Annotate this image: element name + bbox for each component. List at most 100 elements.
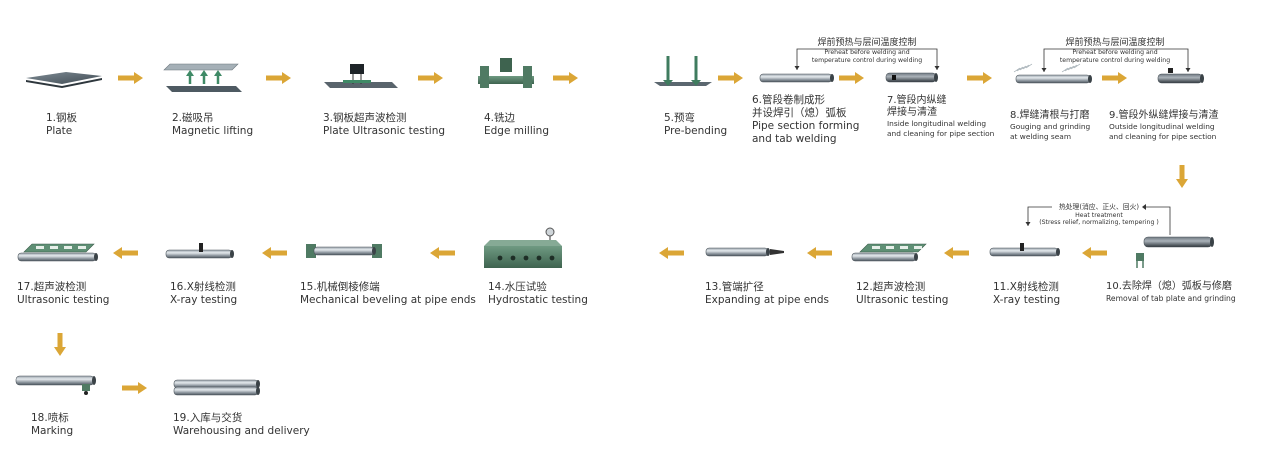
step-13-label: 13.管端扩径 Expanding at pipe ends xyxy=(705,281,829,307)
flow-arrow-d2 xyxy=(54,333,66,356)
step-8-zh: 8.焊缝清根与打磨 xyxy=(1010,110,1090,121)
flow-arrow-r8 xyxy=(1102,72,1127,84)
step-17-zh: 17.超声波检测 xyxy=(17,281,87,293)
flow-arrow-l3 xyxy=(807,247,832,259)
preheat-note-b: 焊前预热与层间温度控制 Preheat before welding and t… xyxy=(1040,38,1190,64)
step-19-en: Warehousing and delivery xyxy=(173,425,310,437)
heat-treatment-bracket xyxy=(1025,204,1171,235)
step-11-zh: 11.X射线检测 xyxy=(993,281,1059,293)
step-3-zh: 3.钢板超声波检测 xyxy=(323,112,407,124)
flow-arrow-l4 xyxy=(659,247,684,259)
step-17-label: 17.超声波检测 Ultrasonic testing xyxy=(17,281,109,307)
preheat-bracket-b xyxy=(1041,48,1191,72)
step-3-label: 3.钢板超声波检测 Plate Ultrasonic testing xyxy=(323,112,445,138)
step-13-en: Expanding at pipe ends xyxy=(705,294,830,306)
flow-arrow-l2 xyxy=(944,247,969,259)
edge-milling-icon xyxy=(478,58,534,88)
flow-arrow-r5 xyxy=(718,72,743,84)
step-19-label: 19.入库与交货 Warehousing and delivery xyxy=(173,412,310,438)
step-15-zh: 15.机械倒棱修端 xyxy=(300,281,380,293)
step-6-zh2: 并设焊引（熄）弧板 xyxy=(752,107,847,119)
step-3-en: Plate Ultrasonic testing xyxy=(323,125,446,137)
preheat-note-a: 焊前预热与层间温度控制 Preheat before welding and t… xyxy=(792,38,942,64)
step-9-label: 9.管段外纵缝焊接与清渣 Outside longitudinal weldin… xyxy=(1109,110,1219,142)
flow-arrow-l1 xyxy=(1082,247,1107,259)
step-18-en: Marking xyxy=(31,425,74,437)
flow-arrow-r2 xyxy=(266,72,291,84)
warehousing-icon xyxy=(173,379,260,396)
step-14-zh: 14.水压试验 xyxy=(488,281,547,293)
step-7-zh2: 焊接与清渣 xyxy=(887,107,937,118)
step-4-label: 4.铣边 Edge milling xyxy=(484,112,549,138)
preheat-note-a-zh: 焊前预热与层间温度控制 xyxy=(817,38,917,48)
step-4-en: Edge milling xyxy=(484,125,549,137)
step-7-en2: and cleaning for pipe section xyxy=(887,129,995,138)
plate-ultrasonic-icon xyxy=(324,64,398,88)
beveling-icon xyxy=(306,244,382,258)
ultrasonic-icon xyxy=(851,243,927,262)
flow-arrow-l6 xyxy=(262,247,287,259)
preheat-note-b-en1: Preheat before welding and xyxy=(1072,49,1158,56)
step-16-en: X-ray testing xyxy=(170,294,238,306)
step-19-zh: 19.入库与交货 xyxy=(173,412,243,424)
step-8-label: 8.焊缝清根与打磨 Gouging and grinding at weldin… xyxy=(1010,110,1090,142)
step-10-en: Removal of tab plate and grinding xyxy=(1106,294,1236,303)
preheat-bracket-a xyxy=(794,48,940,70)
ultrasonic-icon xyxy=(17,243,98,262)
step-12-en: Ultrasonic testing xyxy=(856,294,949,306)
pre-bending-icon xyxy=(654,56,712,86)
preheat-note-a-en2: temperature control during welding xyxy=(811,56,923,64)
marking-icon xyxy=(15,375,96,395)
step-2-label: 2.磁吸吊 Magnetic lifting xyxy=(172,112,253,138)
tab-removal-icon xyxy=(1136,236,1214,268)
preheat-note-a-en1: Preheat before welding and xyxy=(824,49,910,56)
step-6-label: 6.管段卷制成形 并设焊引（熄）弧板 Pipe section forming … xyxy=(752,94,859,146)
step-5-zh: 5.预弯 xyxy=(664,112,696,124)
step-16-zh: 16.X射线检测 xyxy=(170,281,236,293)
step-1-zh: 1.钢板 xyxy=(46,112,78,124)
magnetic-lift-icon xyxy=(163,63,242,92)
step-18-label: 18.喷标 Marking xyxy=(31,412,73,438)
flow-arrow-r6 xyxy=(839,72,864,84)
step-16-label: 16.X射线检测 X-ray testing xyxy=(170,281,237,307)
step-2-en: Magnetic lifting xyxy=(172,125,254,137)
heat-treatment-en2: (Stress relief, normalizing, tempering ) xyxy=(1039,219,1159,226)
step-10-label: 10.去除焊（熄）弧板与修磨 Removal of tab plate and … xyxy=(1106,281,1236,304)
flow-arrow-r9 xyxy=(122,382,147,394)
step-7-zh: 7.管段内纵缝 xyxy=(887,95,947,106)
step-9-zh: 9.管段外纵缝焊接与清渣 xyxy=(1109,110,1219,121)
step-10-zh: 10.去除焊（熄）弧板与修磨 xyxy=(1106,281,1232,292)
step-8-en2: at welding seam xyxy=(1010,132,1072,141)
flow-arrow-r7 xyxy=(967,72,992,84)
step-15-label: 15.机械倒棱修端 Mechanical beveling at pipe en… xyxy=(300,281,476,307)
step-11-label: 11.X射线检测 X-ray testing xyxy=(993,281,1060,307)
step-6-en: Pipe section forming xyxy=(752,120,860,132)
gouging-icon xyxy=(1013,63,1092,84)
preheat-note-b-en2: temperature control during welding xyxy=(1059,56,1171,64)
step-17-en: Ultrasonic testing xyxy=(17,294,110,306)
step-14-en: Hydrostatic testing xyxy=(488,294,588,306)
heat-treatment-note: 热处理(消应、正火、回火) Heat treatment (Stress rel… xyxy=(1026,203,1172,227)
expanding-icon xyxy=(705,247,784,257)
heat-treatment-en1: Heat treatment xyxy=(1075,211,1123,219)
step-5-label: 5.预弯 Pre-bending xyxy=(664,112,727,138)
flow-arrow-r1 xyxy=(118,72,143,84)
step-5-en: Pre-bending xyxy=(664,125,728,137)
step-12-label: 12.超声波检测 Ultrasonic testing xyxy=(856,281,948,307)
flow-arrow-l5 xyxy=(430,247,455,259)
step-11-en: X-ray testing xyxy=(993,294,1061,306)
preheat-note-b-zh: 焊前预热与层间温度控制 xyxy=(1065,38,1165,48)
pipe-forming-icon xyxy=(759,73,834,83)
flow-arrow-d1 xyxy=(1176,165,1188,188)
xray-icon xyxy=(165,243,234,259)
heat-treatment-zh: 热处理(消应、正火、回火) xyxy=(1058,203,1140,211)
step-6-en2: and tab welding xyxy=(752,133,837,145)
step-2-zh: 2.磁吸吊 xyxy=(172,112,214,124)
step-13-zh: 13.管端扩径 xyxy=(705,281,764,293)
hydrostatic-icon xyxy=(484,227,562,268)
steel-plate-icon xyxy=(26,72,102,88)
flow-arrow-r4 xyxy=(553,72,578,84)
step-7-en: Inside longitudinal welding xyxy=(887,119,987,128)
step-18-zh: 18.喷标 xyxy=(31,412,69,424)
